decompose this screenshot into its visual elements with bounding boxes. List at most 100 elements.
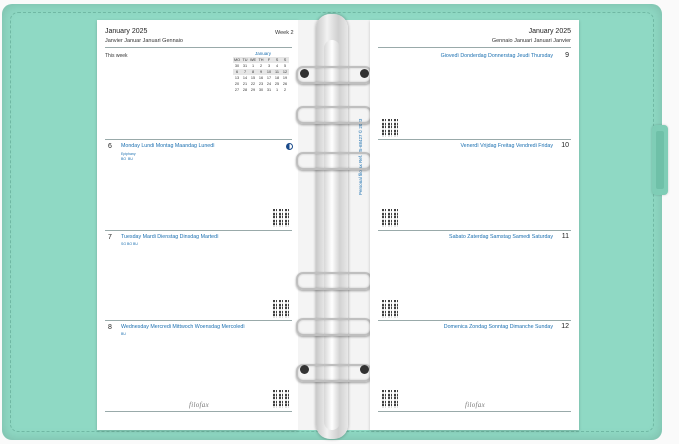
binder-ring <box>296 272 372 290</box>
header-rule <box>378 47 571 48</box>
day-number: 8 <box>108 324 112 331</box>
left-month-subtitle: Janvier Januar Januari Gennaio <box>105 38 183 44</box>
day-name: Tuesday Mardi Dienstag Dinsdag Martedì <box>121 234 219 240</box>
mini-calendar-header: S <box>281 57 289 63</box>
day-rule <box>105 320 292 321</box>
ring-mechanism-inner <box>324 40 340 430</box>
mini-calendar-day: 11 <box>273 69 281 75</box>
punch-hole <box>300 69 309 78</box>
binder-ring <box>296 152 372 170</box>
filofax-logo: filofax <box>465 401 485 409</box>
day-name: Giovedì Donderdag Donnerstag Jeudi Thurs… <box>440 53 553 59</box>
qr-code-icon <box>382 119 400 137</box>
day-rule <box>378 320 571 321</box>
day-name: Wednesday Mercredi Mittwoch Woensdag Mer… <box>121 324 245 330</box>
day-number: 6 <box>108 143 112 150</box>
mini-calendar-day: 3 <box>267 64 271 68</box>
punch-hole <box>360 69 369 78</box>
qr-code-icon <box>273 209 291 227</box>
right-page: January 2025 Gennaio Januari Januari Jan… <box>370 20 579 430</box>
mini-calendar-day: 29 <box>250 88 256 92</box>
mini-calendar-day: 23 <box>258 82 264 86</box>
header-rule <box>105 47 292 48</box>
mini-calendar-title: January <box>254 51 271 56</box>
punch-hole <box>360 365 369 374</box>
day-number: 11 <box>561 233 569 240</box>
day-number: 10 <box>561 142 569 149</box>
binder-ring <box>296 106 372 124</box>
mini-calendar-day: 17 <box>266 76 272 80</box>
mini-calendar-day: 22 <box>250 82 256 86</box>
mini-calendar-day: 31 <box>266 88 272 92</box>
mini-calendar-day: 2 <box>283 88 287 92</box>
day-note: BU <box>121 332 126 336</box>
mini-calendar-day: 20 <box>234 82 240 86</box>
day-rule <box>378 230 571 231</box>
day-rule <box>378 139 571 140</box>
mini-calendar-day: 16 <box>258 76 264 80</box>
mini-calendar-header: TH <box>257 57 265 63</box>
mini-calendar-day: 19 <box>282 76 288 80</box>
qr-code-icon <box>273 390 291 408</box>
mini-calendar-day: 15 <box>250 76 256 80</box>
this-week-label: This week <box>105 53 128 59</box>
day-rule <box>105 139 292 140</box>
left-month-title: January 2025 <box>105 28 148 35</box>
qr-code-icon <box>273 300 291 318</box>
day-name: Venerdì Vrijdag Freitag Vendredi Friday <box>460 143 553 149</box>
mini-calendar-header: F <box>265 57 273 63</box>
qr-code-icon <box>382 209 400 227</box>
day-note: Epiphany BO BU <box>121 152 136 161</box>
day-rule <box>105 230 292 231</box>
strap-elastic <box>656 131 664 189</box>
mini-calendar-day: 30 <box>258 88 264 92</box>
mini-calendar-day: 9 <box>257 69 265 75</box>
day-name: Sabato Zaterdag Samstag Samedi Saturday <box>449 234 553 240</box>
qr-code-icon <box>382 300 400 318</box>
left-page: January 2025 Janvier Januar Januari Genn… <box>97 20 298 430</box>
mini-calendar-day: 28 <box>242 88 248 92</box>
mini-calendar-day: 1 <box>251 64 255 68</box>
day-number: 12 <box>561 323 569 330</box>
mini-calendar-header: MO <box>233 57 241 63</box>
mini-calendar-day: 27 <box>234 88 240 92</box>
mini-calendar-day: 25 <box>274 82 280 86</box>
mini-calendar-day: 30 <box>234 64 240 68</box>
mini-calendar-day: 4 <box>275 64 279 68</box>
week-label: Week 2 <box>275 30 294 36</box>
mini-calendar-day: 7 <box>241 69 249 75</box>
mini-calendar-header: WE <box>249 57 257 63</box>
mini-calendar-day: 2 <box>259 64 263 68</box>
qr-code-icon <box>382 390 400 408</box>
day-name: Monday Lundi Montag Maandag Lunedì <box>121 143 215 149</box>
mini-calendar-day: 13 <box>234 76 240 80</box>
mini-calendar-day: 10 <box>265 69 273 75</box>
mini-calendar-day: 6 <box>233 69 241 75</box>
mini-calendar-day: 14 <box>242 76 248 80</box>
mini-calendar-day: 12 <box>281 69 289 75</box>
mini-calendar-day: 8 <box>249 69 257 75</box>
mini-calendar-header: S <box>273 57 281 63</box>
mini-calendar-day: 5 <box>283 64 287 68</box>
day-note: SG BO BU <box>121 242 138 246</box>
mini-calendar-header: TU <box>241 57 249 63</box>
day-number: 9 <box>565 52 569 59</box>
footer-rule <box>105 411 292 412</box>
filofax-logo: filofax <box>189 401 209 409</box>
right-month-title: January 2025 <box>528 28 571 35</box>
mini-calendar-day: 18 <box>274 76 280 80</box>
binder-ring <box>296 318 372 336</box>
right-month-subtitle: Gennaio Januari Januari Janvier <box>491 38 571 44</box>
mini-calendar-day: 1 <box>275 88 279 92</box>
mini-calendar-day: 24 <box>266 82 272 86</box>
punch-hole <box>300 365 309 374</box>
day-name: Domenica Zondag Sonntag Dimanche Sunday <box>443 324 553 330</box>
footer-rule <box>378 411 571 412</box>
mini-calendar-day: 31 <box>242 64 248 68</box>
mini-calendar-day: 26 <box>282 82 288 86</box>
moon-phase-icon <box>286 143 293 150</box>
closure-strap <box>652 125 668 195</box>
